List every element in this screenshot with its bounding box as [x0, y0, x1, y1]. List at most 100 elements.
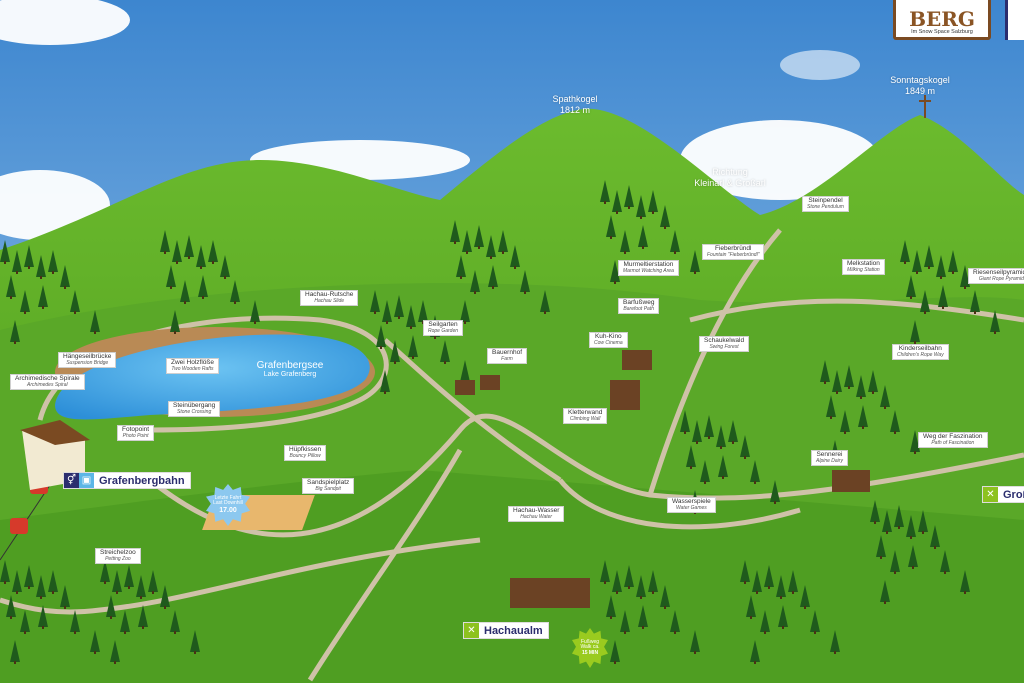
attraction-label[interactable]: RiesenseilpyramideGiant Rope Pyramid [968, 268, 1024, 285]
attraction-name-en: Path of Fascination [931, 439, 975, 446]
peak-name: Sonntagskogel [890, 75, 950, 85]
restaurant-hachaualm[interactable]: ✕ Hachaualm [463, 622, 549, 639]
attraction-name-en: Hachau Water [520, 513, 553, 520]
attraction-name: Fotopoint [122, 426, 150, 433]
station-name: Hachaualm [484, 624, 543, 637]
direction-line: Kleinarl & Großarl [694, 177, 766, 188]
partner-logo [1005, 0, 1024, 40]
attraction-name: Kletterwand [568, 409, 603, 416]
attraction-name: Hachau-Rutsche [305, 291, 354, 298]
attraction-name-en: Two Wooden Rafts [171, 365, 214, 372]
attraction-name-en: Barefoot Path [623, 305, 654, 312]
lake-name: Grafenbergsee [256, 360, 324, 371]
attraction-name: Steinübergang [173, 402, 216, 409]
attraction-name: Weg der Faszination [923, 433, 983, 440]
restaurant-grossarl[interactable]: ✕ Groß [982, 486, 1024, 503]
toilet-icon: ⚥ [64, 473, 79, 488]
attraction-name: Barfußweg [623, 299, 655, 306]
peak-elevation: 1849 m [904, 85, 936, 96]
attraction-name: Sandspielplatz [307, 479, 350, 486]
attraction-name-en: Big Sandpit [315, 485, 341, 492]
gondola-icon: ▣ [79, 473, 94, 488]
huts [455, 350, 870, 608]
attraction-name: Streichelzoo [100, 549, 136, 556]
badge-text: Fußweg [580, 639, 600, 646]
attraction-name: Kuh-Kino [594, 333, 622, 340]
attraction-name: Hachau-Wasser [513, 507, 560, 514]
lake-name-en: Lake Grafenberg [263, 371, 317, 378]
attraction-name: Hängeseilbrücke [63, 353, 112, 360]
attraction-name: Schaukelwald [704, 337, 745, 344]
badge-time: 17.00 [219, 506, 237, 514]
attraction-name-en: Stone Pendulum [807, 203, 844, 210]
attraction-name-en: Photo Point [122, 432, 149, 439]
attraction-name: Fieberbründl [714, 245, 752, 252]
attraction-name-en: Marmot Watching Area [623, 267, 674, 274]
station-grafenbergbahn[interactable]: ⚥▣ Grafenbergbahn [63, 472, 191, 489]
attraction-name: Murmeltierstation [623, 261, 674, 268]
attraction-name: Riesenseilpyramide [973, 269, 1024, 276]
attraction-name-en: Giant Rope Pyramid [978, 275, 1024, 282]
lake [55, 334, 370, 420]
badge-text: Letzte Fahrt [214, 495, 242, 502]
attraction-name-en: Water Games [676, 504, 707, 511]
peak-name: Spathkogel [552, 94, 598, 104]
attraction-name-en: Stone Crossing [177, 408, 212, 415]
peak-elevation: 1812 m [559, 104, 591, 115]
station-name: Groß [1003, 488, 1024, 501]
attraction-name-en: Cow Cinema [594, 339, 623, 346]
attraction-name-en: Rope Garden [428, 327, 459, 334]
attraction-name-en: Archimedes Spiral [27, 381, 68, 388]
direction-line: Richtung [712, 167, 748, 177]
attraction-name: Sennerei [816, 451, 843, 458]
attraction-name: Bauernhof [492, 349, 522, 356]
station-name: Grafenbergbahn [99, 474, 185, 487]
attraction-name: Zwei Holzflöße [171, 359, 214, 366]
attraction-name: Hüpfkissen [289, 446, 322, 453]
attraction-name-en: Alpine Dairy [816, 457, 843, 464]
attraction-name-en: Petting Zoo [105, 555, 131, 562]
badge-time: 15 MIN [581, 649, 599, 656]
attraction-name-en: Farm [501, 355, 513, 362]
attraction-name-en: Milking Station [847, 266, 880, 273]
attraction-name-en: Suspension Bridge [66, 359, 109, 366]
badge-text: Last Downhill [213, 500, 243, 507]
attraction-name: Melkstation [847, 260, 880, 267]
attraction-name: Wasserspiele [672, 498, 711, 505]
attraction-name: Seilgarten [428, 321, 458, 328]
attraction-name-en: Hachau Slide [314, 297, 345, 304]
attraction-name: Archimedische Spirale [15, 375, 80, 382]
attraction-name-en: Fountain "Fieberbründl" [707, 251, 760, 258]
fork-knife-icon: ✕ [464, 623, 479, 638]
attraction-name-en: Swing Forest [709, 343, 739, 350]
fork-knife-icon: ✕ [983, 487, 998, 502]
